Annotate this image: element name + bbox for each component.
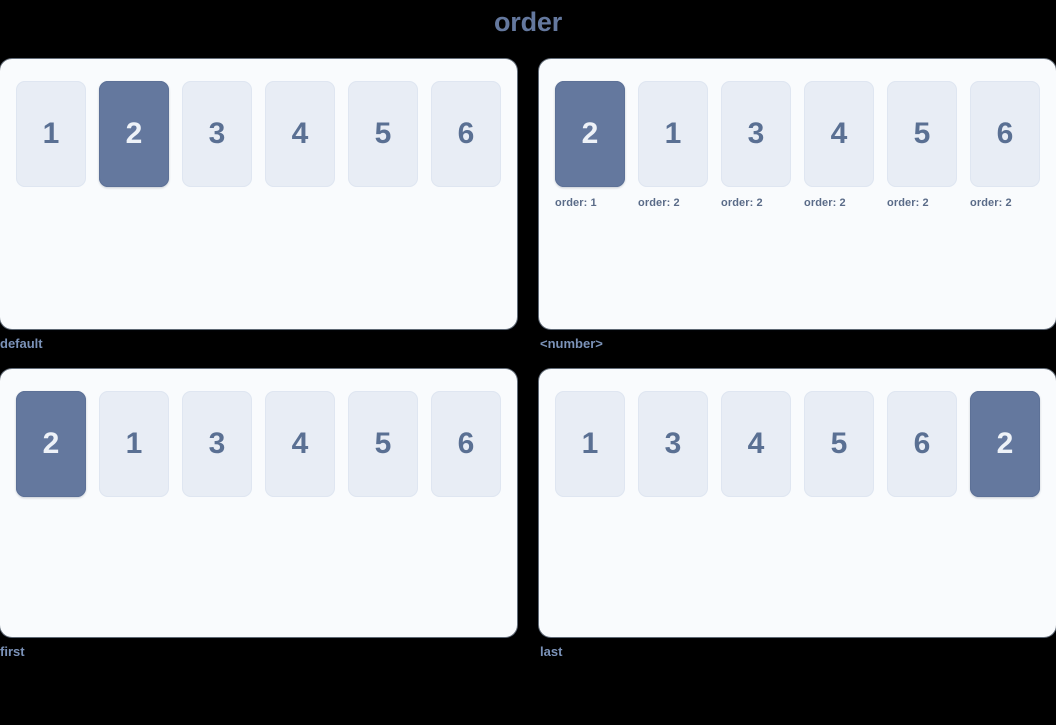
order-tile[interactable]: 6 (431, 81, 501, 187)
demo-cell-number: 2 order: 1 1 order: 2 3 order: 2 4 order… (539, 59, 1056, 353)
tile-item: 4 order: 2 (804, 81, 874, 209)
order-tile[interactable]: 5 (804, 391, 874, 497)
tile-item: 1 order: 2 (638, 81, 708, 209)
card-caption-default: default (0, 336, 43, 351)
tile-item: 4 (265, 391, 335, 497)
order-tile[interactable]: 6 (431, 391, 501, 497)
tile-item: 5 (348, 391, 418, 497)
tile-item: 1 (16, 81, 86, 187)
tile-item: 3 (182, 81, 252, 187)
order-tile-meta: order: 2 (721, 197, 763, 209)
order-tile[interactable]: 6 (970, 81, 1040, 187)
order-tile[interactable]: 1 (555, 391, 625, 497)
order-tile-highlighted[interactable]: 2 (99, 81, 169, 187)
order-tile[interactable]: 3 (638, 391, 708, 497)
tile-item: 6 (431, 81, 501, 187)
demo-card-last: 1 3 4 5 6 2 (539, 369, 1056, 637)
tile-row-first: 2 1 3 4 5 6 (0, 391, 517, 497)
page-title: order (493, 7, 563, 37)
tile-item: 5 (804, 391, 874, 497)
card-caption-number: <number> (540, 336, 603, 351)
order-tile[interactable]: 1 (638, 81, 708, 187)
order-tile[interactable]: 3 (721, 81, 791, 187)
tile-item: 3 order: 2 (721, 81, 791, 209)
tile-item: 2 order: 1 (555, 81, 625, 209)
order-tile[interactable]: 4 (721, 391, 791, 497)
tile-item: 4 (721, 391, 791, 497)
card-caption-last: last (540, 644, 563, 659)
tile-item: 2 (99, 81, 169, 187)
order-tile-meta: order: 2 (638, 197, 680, 209)
demo-grid: 1 2 3 4 5 6 (0, 59, 1056, 661)
demo-cell-first: 2 1 3 4 5 6 (0, 369, 517, 661)
tile-row-number: 2 order: 1 1 order: 2 3 order: 2 4 order… (539, 81, 1056, 209)
order-tile[interactable]: 4 (265, 391, 335, 497)
tile-item: 5 order: 2 (887, 81, 957, 209)
tile-row-default: 1 2 3 4 5 6 (0, 81, 517, 187)
order-tile-meta: order: 2 (887, 197, 929, 209)
tile-item: 1 (99, 391, 169, 497)
tile-item: 1 (555, 391, 625, 497)
order-tile-highlighted[interactable]: 2 (16, 391, 86, 497)
tile-item: 6 (431, 391, 501, 497)
order-tile[interactable]: 6 (887, 391, 957, 497)
order-tile[interactable]: 4 (265, 81, 335, 187)
tile-item: 5 (348, 81, 418, 187)
order-tile[interactable]: 5 (348, 81, 418, 187)
demo-cell-default: 1 2 3 4 5 6 (0, 59, 517, 353)
demo-cell-last: 1 3 4 5 6 2 (539, 369, 1056, 661)
demo-card-default: 1 2 3 4 5 6 (0, 59, 517, 329)
order-tile[interactable]: 1 (99, 391, 169, 497)
tile-item: 2 (16, 391, 86, 497)
order-tile-meta: order: 2 (970, 197, 1012, 209)
order-tile-meta: order: 1 (555, 197, 597, 209)
tile-item: 6 order: 2 (970, 81, 1040, 209)
order-tile-highlighted[interactable]: 2 (970, 391, 1040, 497)
order-tile[interactable]: 3 (182, 391, 252, 497)
tile-row-last: 1 3 4 5 6 2 (539, 391, 1056, 497)
order-tile[interactable]: 3 (182, 81, 252, 187)
card-caption-first: first (0, 644, 25, 659)
order-tile[interactable]: 1 (16, 81, 86, 187)
demo-card-first: 2 1 3 4 5 6 (0, 369, 517, 637)
tile-item: 3 (182, 391, 252, 497)
tile-item: 2 (970, 391, 1040, 497)
order-tile-meta: order: 2 (804, 197, 846, 209)
order-tile[interactable]: 5 (348, 391, 418, 497)
tile-item: 4 (265, 81, 335, 187)
order-tile[interactable]: 4 (804, 81, 874, 187)
tile-item: 3 (638, 391, 708, 497)
order-tile[interactable]: 5 (887, 81, 957, 187)
demo-card-number: 2 order: 1 1 order: 2 3 order: 2 4 order… (539, 59, 1056, 329)
tile-item: 6 (887, 391, 957, 497)
order-tile-highlighted[interactable]: 2 (555, 81, 625, 187)
